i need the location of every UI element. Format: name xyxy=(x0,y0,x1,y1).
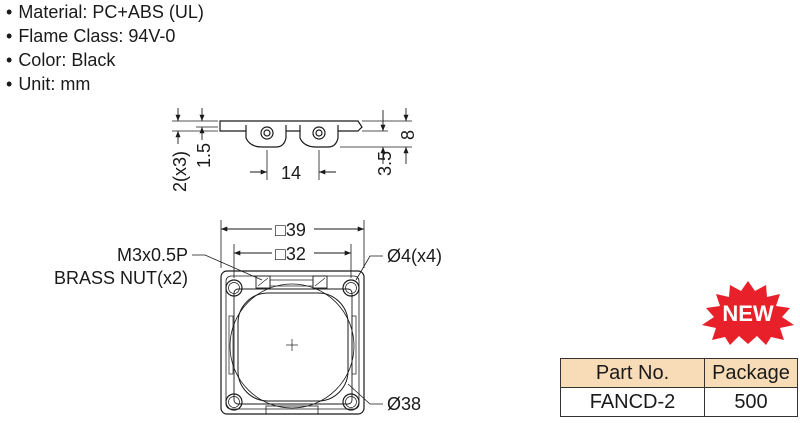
spec-list: Material: PC+ABS (UL) Flame Class: 94V-0… xyxy=(6,0,204,96)
spec-flame-class: Flame Class: 94V-0 xyxy=(6,24,204,48)
dim-front-outer: □39 xyxy=(275,220,306,240)
callout-hole: Ø4(x4) xyxy=(387,246,442,266)
part-table: Part No. Package FANCD-2 500 xyxy=(560,358,798,417)
side-view xyxy=(172,108,412,180)
spec-material: Material: PC+ABS (UL) xyxy=(6,0,204,24)
dim-side-14: 14 xyxy=(281,163,301,183)
new-badge-burst xyxy=(702,281,794,345)
header-package: Package xyxy=(704,358,798,388)
callout-diameter: Ø38 xyxy=(387,394,421,414)
dim-side-8: 8 xyxy=(398,130,418,140)
dim-front-inner: □32 xyxy=(275,244,306,264)
cell-package: 500 xyxy=(704,387,798,417)
table-header-row: Part No. Package xyxy=(560,358,798,388)
dim-side-2x3: 2(x3) xyxy=(170,151,190,192)
front-view xyxy=(192,220,383,415)
spec-unit: Unit: mm xyxy=(6,72,204,96)
new-badge-text: NEW xyxy=(722,301,774,326)
new-badge: NEW xyxy=(702,281,794,345)
callout-nut-size: M3x0.5P xyxy=(117,245,188,265)
dim-side-1-5: 1.5 xyxy=(194,143,214,168)
header-part-no: Part No. xyxy=(560,358,705,388)
callout-nut-label: BRASS NUT(x2) xyxy=(54,268,188,288)
spec-color: Color: Black xyxy=(6,48,204,72)
dim-side-3-5: 3.5 xyxy=(375,151,395,176)
cell-part-no: FANCD-2 xyxy=(560,387,705,417)
table-row: FANCD-2 500 xyxy=(560,387,798,417)
